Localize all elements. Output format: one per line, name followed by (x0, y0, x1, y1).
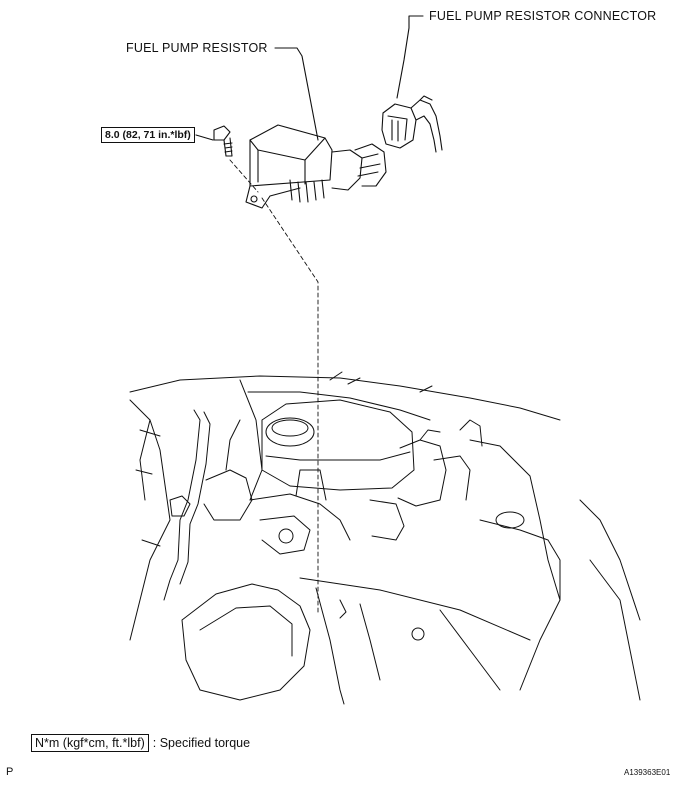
resistor-label: FUEL PUMP RESISTOR (126, 41, 268, 55)
installation-axis (229, 159, 319, 613)
footer-left-mark: P (6, 766, 14, 778)
legend-unit-box: N*m (kgf*cm, ft.*lbf) (31, 734, 149, 752)
engine-bay-part (129, 371, 641, 705)
legend-separator: : (152, 736, 157, 750)
connector-label: FUEL PUMP RESISTOR CONNECTOR (429, 9, 657, 23)
legend-text: Specified torque (159, 736, 251, 750)
figure-code: A139363E01 (624, 768, 671, 777)
bolt-part (213, 125, 233, 157)
torque-spec-box: 8.0 (82, 71 in.*lbf) (101, 127, 195, 143)
fuel-pump-resistor-part (245, 124, 387, 209)
leader-lines (195, 15, 424, 141)
legend: N*m (kgf*cm, ft.*lbf): Specified torque (31, 734, 250, 752)
resistor-connector-part (381, 95, 443, 153)
